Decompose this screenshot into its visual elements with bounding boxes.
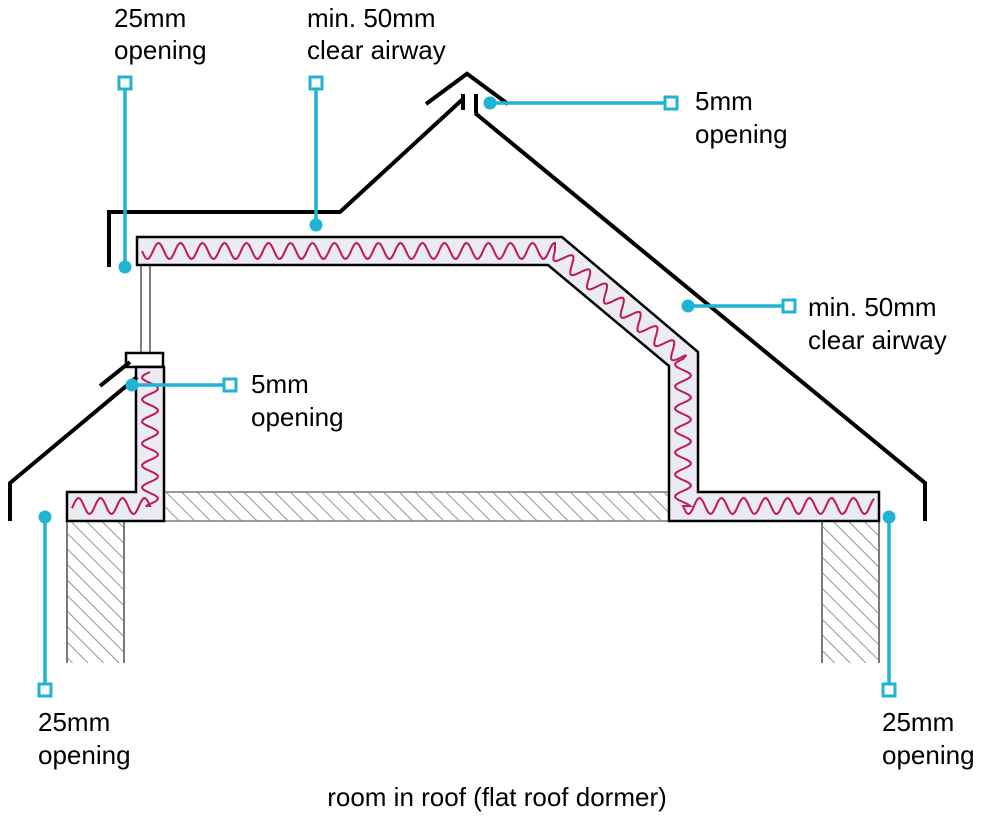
label-eaves-right-opening: 25mm opening [882,707,975,770]
callout-top-airway [308,75,324,232]
label-slope-airway: min. 50mm clear airway [808,292,947,355]
right-wall [822,521,879,663]
ridge-tile-right [464,71,510,106]
lower-roof-slope-left [8,375,139,521]
left-knee-insulation [65,365,166,523]
callout-top-left-opening [117,75,133,274]
lower-roof-tile-edge [98,360,132,388]
callout-ridge-opening [483,95,679,111]
main-roof-slope-right [473,111,927,521]
diagram-caption: room in roof (flat roof dormer) [327,782,667,812]
dormer-cheek-cap [124,351,165,369]
left-wall [67,521,124,663]
dormer-cheek-frame [140,264,151,356]
dormer-roof-insulation [135,235,881,523]
callout-slope-airway [681,298,797,314]
callout-eaves-left-opening [37,510,53,698]
floor-slab [163,491,671,522]
label-dormer-cheek-opening: 5mm opening [251,369,344,432]
callout-eaves-right-opening [881,510,897,698]
label-eaves-left-opening: 25mm opening [38,707,131,770]
insulation-wave-left [71,371,160,516]
insulation-wave-main [141,241,875,516]
callout-dormer-cheek-opening [125,377,238,393]
dormer-roof-covering [107,96,466,267]
label-top-left-opening: 25mm opening [114,3,207,65]
label-ridge-opening: 5mm opening [695,86,788,149]
label-top-airway: min. 50mm clear airway [307,3,446,65]
ridge-tile-left [424,71,470,106]
